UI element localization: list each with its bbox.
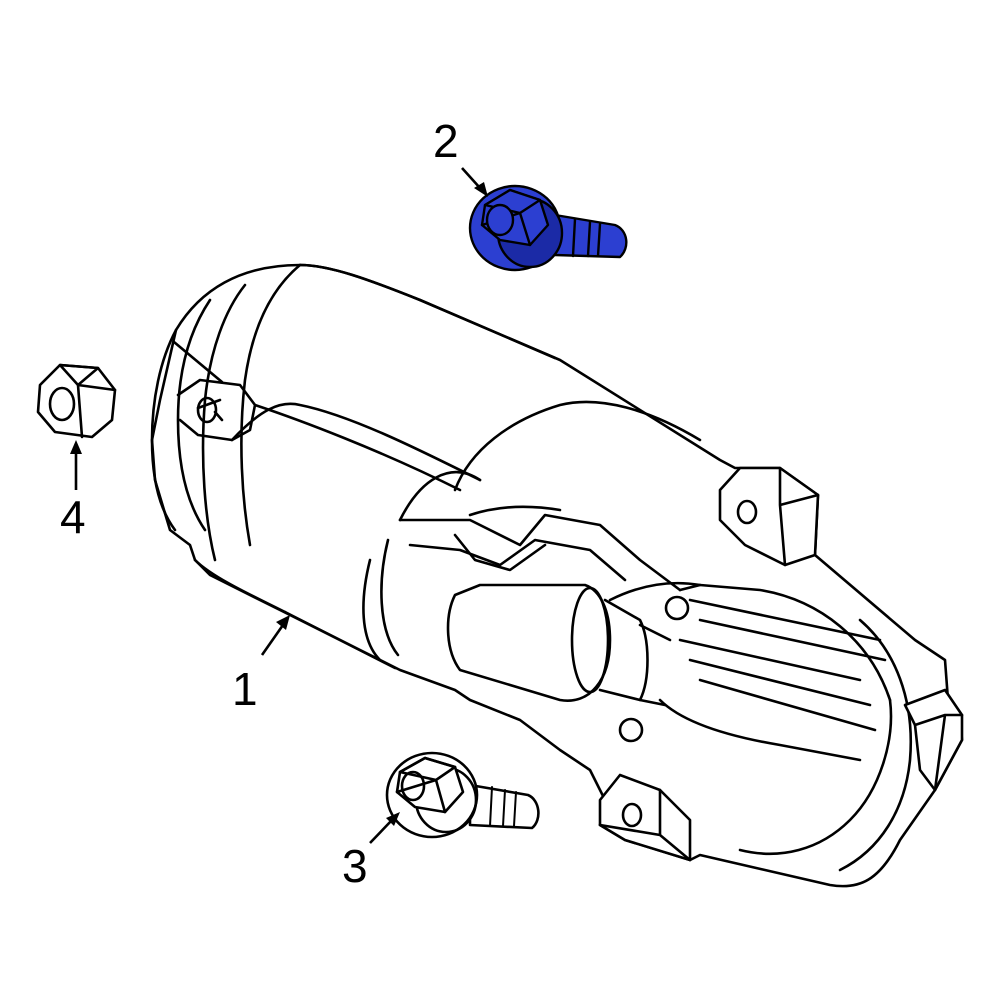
- bolt-3[interactable]: [385, 751, 540, 839]
- callout-arrow-3: [369, 812, 400, 844]
- callout-arrow-1: [260, 615, 290, 656]
- callout-label-2: 2: [433, 115, 459, 167]
- starter-motor[interactable]: [150, 263, 964, 888]
- callout-arrow-2: [461, 167, 488, 197]
- callout-label-1: 1: [232, 663, 258, 715]
- bolt-2-highlighted[interactable]: [468, 184, 628, 272]
- callout-label-3: 3: [342, 840, 368, 892]
- nut-4[interactable]: [36, 363, 117, 439]
- callout-label-4: 4: [60, 491, 86, 543]
- callout-arrow-4: [70, 440, 82, 490]
